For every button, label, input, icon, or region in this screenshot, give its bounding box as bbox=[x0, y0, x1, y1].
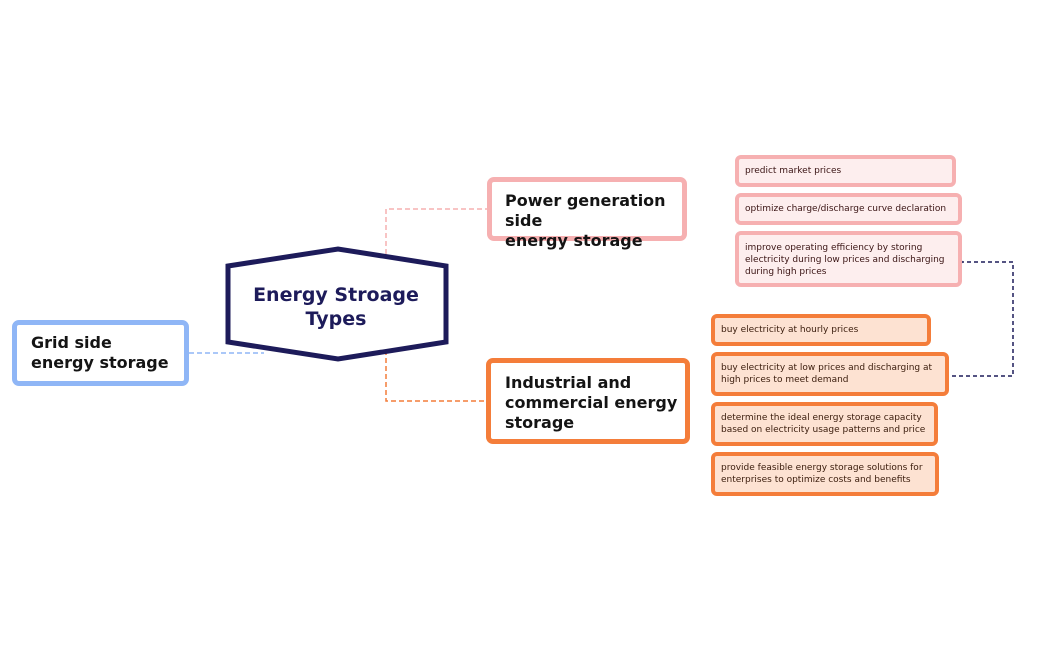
industrial-item-low-high-prices[interactable]: buy electricity at low prices and discha… bbox=[711, 352, 949, 396]
industrial-label-line3: storage bbox=[505, 413, 575, 432]
relationship-line bbox=[949, 261, 1014, 377]
power-generation-node[interactable]: Power generation side energy storage bbox=[487, 177, 687, 250]
industrial-label-line1: Industrial and bbox=[505, 373, 632, 392]
power-item-predict-prices[interactable]: predict market prices bbox=[735, 155, 956, 187]
center-topic-title[interactable]: Energy Stroage Types bbox=[253, 284, 419, 330]
grid-side-label-line1: Grid side bbox=[31, 333, 112, 352]
power-item-optimize-curve[interactable]: optimize charge/discharge curve declarat… bbox=[735, 193, 962, 225]
power-item-text: optimize charge/discharge curve declarat… bbox=[745, 204, 947, 214]
industrial-item-ideal-capacity[interactable]: determine the ideal energy storage capac… bbox=[711, 402, 938, 446]
power-item-text: improve operating efficiency by storing … bbox=[745, 243, 945, 277]
connector-center-power bbox=[385, 208, 487, 262]
industrial-item-text: provide feasible energy storage solution… bbox=[721, 463, 923, 485]
industrial-commercial-node[interactable]: Industrial and commercial energy storage bbox=[486, 358, 690, 444]
center-hexagon[interactable] bbox=[225, 246, 449, 362]
grid-side-label-line2: energy storage bbox=[31, 353, 169, 372]
industrial-item-text: buy electricity at hourly prices bbox=[721, 325, 859, 335]
industrial-item-text: buy electricity at low prices and discha… bbox=[721, 363, 933, 385]
grid-side-node[interactable]: Grid side energy storage bbox=[12, 320, 189, 386]
industrial-item-text: determine the ideal energy storage capac… bbox=[721, 413, 926, 435]
power-item-text: predict market prices bbox=[745, 166, 842, 176]
power-label-line1: Power generation side bbox=[505, 191, 666, 230]
power-label-line2: energy storage bbox=[505, 231, 643, 250]
industrial-item-feasible-solutions[interactable]: provide feasible energy storage solution… bbox=[711, 452, 939, 496]
power-item-improve-efficiency[interactable]: improve operating efficiency by storing … bbox=[735, 231, 962, 287]
connector-center-industrial bbox=[385, 350, 486, 402]
industrial-item-hourly-prices[interactable]: buy electricity at hourly prices bbox=[711, 314, 931, 346]
industrial-label-line2: commercial energy bbox=[505, 393, 678, 412]
